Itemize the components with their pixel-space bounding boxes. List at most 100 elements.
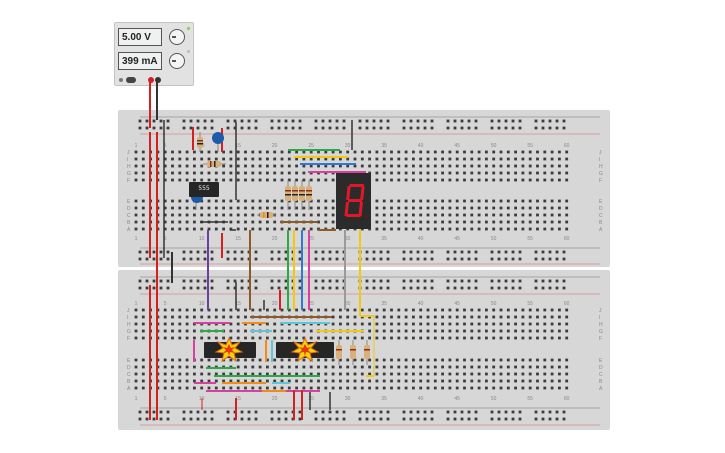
row-label: A <box>599 227 603 233</box>
column-label: 40 <box>418 301 424 307</box>
row-label: A <box>127 386 131 392</box>
row-label: G <box>127 171 131 177</box>
row-label: J <box>127 150 130 156</box>
row-label: F <box>599 336 602 342</box>
column-label: 20 <box>272 236 278 242</box>
row-label: D <box>599 365 603 371</box>
column-label: 20 <box>272 301 278 307</box>
row-label: H <box>127 164 131 170</box>
row-label: B <box>599 379 603 385</box>
column-label: 45 <box>454 236 460 242</box>
column-label: 45 <box>454 301 460 307</box>
column-label: 25 <box>308 396 314 402</box>
column-label: 30 <box>345 396 351 402</box>
voltage-knob[interactable] <box>169 29 185 45</box>
ic-chip-2[interactable] <box>276 342 334 358</box>
column-label: 5 <box>164 396 167 402</box>
seven-segment-display[interactable] <box>336 173 371 229</box>
column-label: 20 <box>272 143 278 149</box>
seven-segment-digit-icon <box>344 184 368 219</box>
column-label: 10 <box>199 236 205 242</box>
row-label: C <box>599 213 603 219</box>
row-label: G <box>127 329 131 335</box>
column-label: 55 <box>527 143 533 149</box>
column-label: 60 <box>564 143 570 149</box>
row-label: G <box>599 171 603 177</box>
row-label: D <box>599 206 603 212</box>
column-label: 50 <box>491 143 497 149</box>
power-led <box>187 27 190 30</box>
column-label: 45 <box>454 143 460 149</box>
column-label: 55 <box>527 396 533 402</box>
row-label: D <box>127 206 131 212</box>
row-label: G <box>599 329 603 335</box>
row-label: C <box>599 372 603 378</box>
row-label: J <box>127 308 130 314</box>
column-label: 40 <box>418 236 424 242</box>
row-label: J <box>599 150 602 156</box>
resistor-bank-bottom <box>336 340 370 365</box>
column-label: 10 <box>199 301 205 307</box>
ic-chip-1[interactable] <box>204 342 256 358</box>
cc-led <box>187 50 190 53</box>
row-label: C <box>127 372 131 378</box>
row-label: F <box>127 178 130 184</box>
current-readout: 399 mA <box>118 52 162 70</box>
row-label: A <box>599 386 603 392</box>
row-label: C <box>127 213 131 219</box>
row-label: H <box>127 322 131 328</box>
row-label: E <box>599 199 603 205</box>
column-label: 25 <box>308 143 314 149</box>
column-label: 25 <box>308 236 314 242</box>
column-label: 5 <box>164 301 167 307</box>
resistor-r3 <box>257 212 276 218</box>
column-label: 50 <box>491 236 497 242</box>
resistor-bank-top <box>285 180 312 210</box>
column-label: 55 <box>527 236 533 242</box>
row-label: J <box>599 308 602 314</box>
column-label: 45 <box>454 396 460 402</box>
column-label: 5 <box>164 236 167 242</box>
timer-chip-label: 555 <box>198 185 210 192</box>
timer-chip[interactable]: 555 <box>189 182 219 197</box>
ground-dot-icon <box>119 78 123 82</box>
column-label: 60 <box>564 301 570 307</box>
column-label: 25 <box>308 301 314 307</box>
row-label: I <box>127 315 128 321</box>
row-label: F <box>599 178 602 184</box>
column-label: 1 <box>135 396 138 402</box>
column-label: 35 <box>381 236 387 242</box>
resistor-r2 <box>203 161 226 167</box>
column-label: 60 <box>564 236 570 242</box>
column-label: 5 <box>164 143 167 149</box>
row-label: E <box>599 358 603 364</box>
row-label: E <box>127 199 131 205</box>
row-label: A <box>127 227 131 233</box>
column-label: 35 <box>381 396 387 402</box>
column-label: 60 <box>564 396 570 402</box>
row-label: I <box>599 157 600 163</box>
column-label: 1 <box>135 143 138 149</box>
column-label: 40 <box>418 143 424 149</box>
column-label: 15 <box>235 143 241 149</box>
row-label: D <box>127 365 131 371</box>
row-label: B <box>127 379 131 385</box>
row-label: H <box>599 322 603 328</box>
column-label: 30 <box>345 143 351 149</box>
column-label: 1 <box>135 301 138 307</box>
column-label: 50 <box>491 301 497 307</box>
column-label: 35 <box>381 143 387 149</box>
capacitor-1 <box>212 132 224 152</box>
power-supply[interactable]: 5.00 V 399 mA <box>114 22 194 86</box>
current-knob[interactable] <box>169 53 185 69</box>
column-label: 50 <box>491 396 497 402</box>
column-label: 40 <box>418 396 424 402</box>
power-switch[interactable] <box>126 77 136 83</box>
column-label: 30 <box>345 301 351 307</box>
row-label: H <box>599 164 603 170</box>
column-label: 15 <box>235 301 241 307</box>
voltage-readout: 5.00 V <box>118 28 162 46</box>
